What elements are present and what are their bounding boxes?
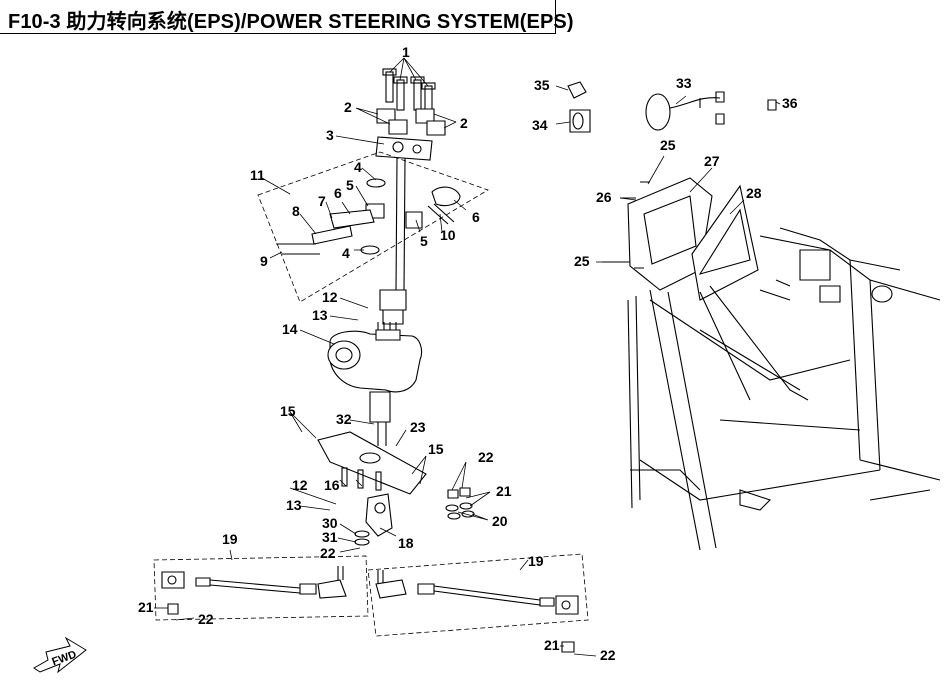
steering-column [317, 68, 446, 546]
callout-13: 13 [286, 497, 302, 513]
callout-6: 6 [472, 209, 480, 225]
callout-23: 23 [410, 419, 426, 435]
callout-22: 22 [320, 545, 336, 561]
callout-15: 15 [280, 403, 296, 419]
callout-22: 22 [600, 647, 616, 663]
callout-21: 21 [138, 599, 154, 615]
callout-28: 28 [746, 185, 762, 201]
callout-22: 22 [198, 611, 214, 627]
callout-14: 14 [282, 321, 298, 337]
callout-19: 19 [528, 553, 544, 569]
tie-rod-left [161, 566, 347, 615]
callout-5: 5 [420, 233, 428, 249]
title-box: F10-3 助力转向系统(EPS)/POWER STEERING SYSTEM(… [0, 0, 573, 34]
callout-30: 30 [322, 515, 338, 531]
callout-21: 21 [544, 637, 560, 653]
tie-rod-right [375, 570, 579, 653]
callout-36: 36 [782, 95, 798, 111]
callout-32: 32 [336, 411, 352, 427]
callout-5: 5 [346, 177, 354, 193]
callout-1: 1 [402, 44, 410, 60]
callout-19: 19 [222, 531, 238, 547]
callout-16: 16 [324, 477, 340, 493]
group-box-11 [257, 151, 489, 303]
frame [627, 227, 941, 551]
nuts-right [445, 487, 475, 520]
callout-13: 13 [312, 307, 328, 323]
callout-31: 31 [322, 529, 338, 545]
callout-9: 9 [260, 253, 268, 269]
callout-25: 25 [660, 137, 676, 153]
callout-25: 25 [574, 253, 590, 269]
page-title: F10-3 助力转向系统(EPS)/POWER STEERING SYSTEM(… [8, 11, 574, 33]
ecu-parts [567, 81, 777, 301]
fwd-arrow-icon: FWD [33, 636, 87, 674]
callout-22: 22 [478, 449, 494, 465]
callout-4: 4 [354, 159, 362, 175]
callout-4: 4 [342, 245, 350, 261]
callout-34: 34 [532, 117, 548, 133]
callout-6: 6 [334, 185, 342, 201]
callout-26: 26 [596, 189, 612, 205]
group-box-19-right [367, 553, 589, 637]
callout-3: 3 [326, 127, 334, 143]
callout-12: 12 [322, 289, 338, 305]
group-box-19-left [153, 555, 369, 621]
callout-33: 33 [676, 75, 692, 91]
callout-35: 35 [534, 77, 550, 93]
callout-2: 2 [460, 115, 468, 131]
callout-18: 18 [398, 535, 414, 551]
callout-27: 27 [704, 153, 720, 169]
callout-10: 10 [440, 227, 456, 243]
callout-8: 8 [292, 203, 300, 219]
callout-7: 7 [318, 193, 326, 209]
bracket-group [276, 178, 461, 255]
callout-12: 12 [292, 477, 308, 493]
callout-21: 21 [496, 483, 512, 499]
callout-labels: 1 2 2 3 4 5 6 11 8 7 6 10 5 9 4 12 13 14… [138, 44, 798, 663]
callout-2: 2 [344, 99, 352, 115]
callout-20: 20 [492, 513, 508, 529]
callout-11: 11 [250, 167, 265, 183]
callout-15: 15 [428, 441, 444, 457]
leader-lines [154, 57, 781, 657]
